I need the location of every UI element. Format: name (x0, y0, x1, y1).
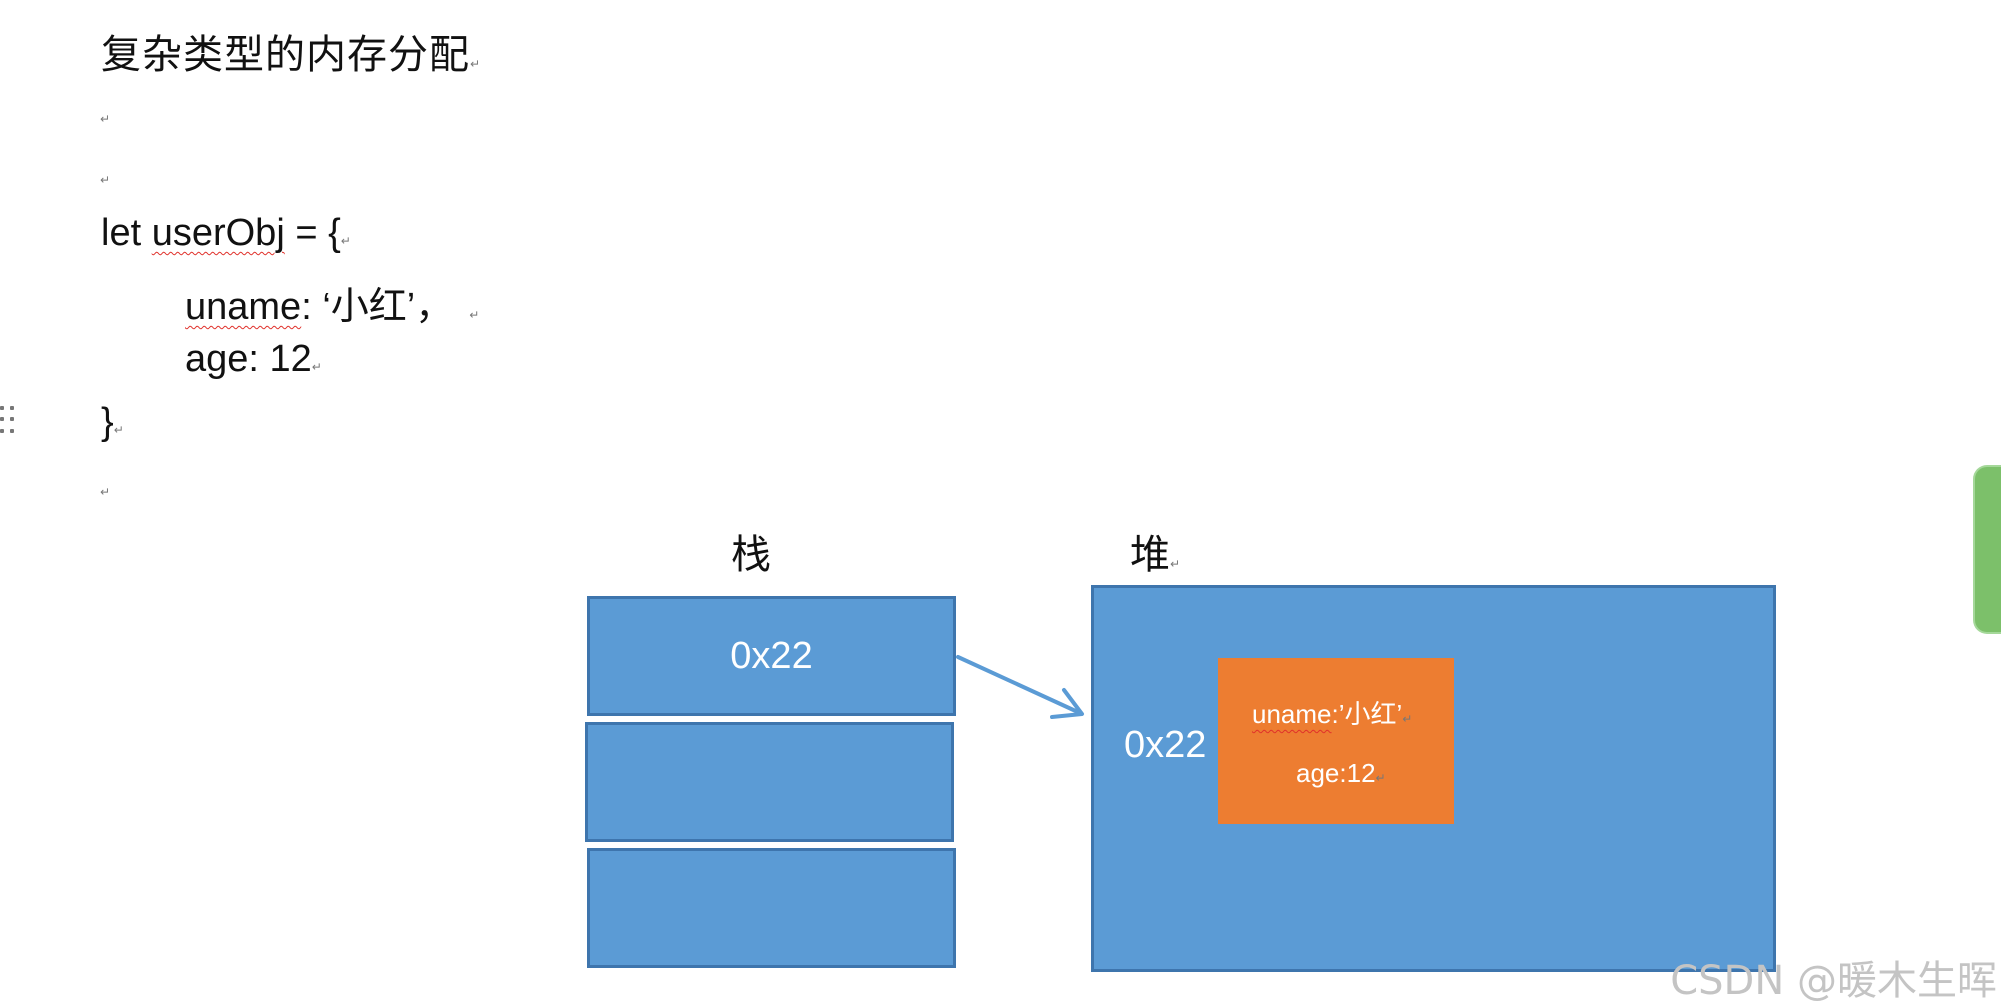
heap-address-text: 0x22 (1124, 724, 1207, 766)
heap-label: 堆↵ (1130, 522, 1180, 580)
code-text: age: 12 (185, 338, 312, 380)
stack-cell (587, 848, 956, 968)
object-value: :’小红’ (1331, 699, 1403, 729)
stack-label-text: 栈 (731, 532, 771, 578)
title-text: 复杂类型的内存分配 (101, 32, 470, 78)
watermark: CSDN @暖木生晖 (1670, 948, 1997, 1006)
stack-cell-value: 0x22 (730, 634, 813, 677)
paragraph-mark: ↵ (469, 308, 480, 322)
watermark-text: CSDN @暖木生晖 (1670, 958, 1997, 1004)
code-line-1: let userObj = {↵ (101, 212, 351, 255)
arrow-head (1050, 688, 1084, 719)
paragraph-mark: ↵ (340, 234, 351, 248)
object-property-uname: uname:’小红’↵ (1252, 694, 1412, 731)
paragraph-mark: ↵ (100, 112, 111, 126)
heap-address: 0x22 (1124, 724, 1206, 767)
object-key: uname (1252, 699, 1332, 729)
paragraph-mark: ↵ (100, 173, 111, 187)
side-widget-icon[interactable] (1973, 465, 2001, 634)
object-value: age:12 (1296, 758, 1376, 788)
paragraph-mark: ↵ (1402, 712, 1413, 726)
stack-cell (585, 722, 954, 842)
paragraph-mark: ↵ (311, 360, 322, 374)
code-key: uname (185, 286, 302, 328)
drag-handle-icon[interactable] (0, 406, 16, 436)
object-property-age: age:12↵ (1296, 758, 1386, 789)
arrow-shaft (956, 655, 1082, 715)
page-title: 复杂类型的内存分配↵ (101, 22, 481, 80)
stack-label: 栈 (731, 522, 771, 580)
stack-cell: 0x22 (587, 596, 956, 716)
code-keyword: let (101, 212, 152, 254)
heap-label-text: 堆 (1130, 532, 1170, 578)
code-text: } (101, 401, 114, 443)
code-variable: userObj (151, 212, 285, 254)
paragraph-mark: ↵ (100, 485, 111, 499)
paragraph-mark: ↵ (470, 57, 482, 71)
code-text: : ‘小红’， (301, 286, 454, 328)
code-line-2: uname: ‘小红’， ↵ (185, 275, 479, 330)
code-text: = { (284, 212, 341, 254)
code-line-4: }↵ (101, 401, 124, 444)
object-block (1218, 658, 1454, 824)
paragraph-mark: ↵ (1170, 557, 1181, 571)
code-line-3: age: 12↵ (185, 338, 322, 381)
paragraph-mark: ↵ (1375, 771, 1386, 785)
paragraph-mark: ↵ (113, 423, 124, 437)
